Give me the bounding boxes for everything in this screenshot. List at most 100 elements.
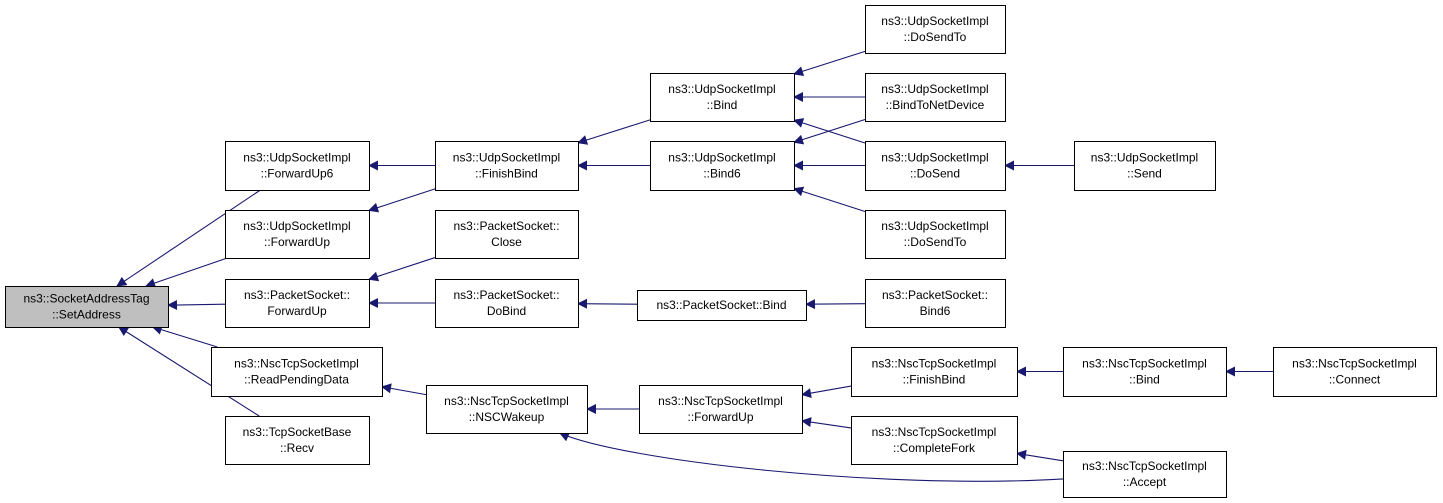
graph-node-n0[interactable]: ns3::SocketAddressTag::SetAddress xyxy=(5,286,169,328)
graph-node-n19[interactable]: ns3::NscTcpSocketImpl::FinishBind xyxy=(851,347,1018,397)
node-label-line: ns3::NscTcpSocketImpl xyxy=(872,357,997,371)
graph-node-n2[interactable]: ns3::UdpSocketImpl::ForwardUp xyxy=(225,210,370,259)
node-label-line: Close xyxy=(491,235,522,249)
node-label-line: ::ForwardUp xyxy=(687,410,753,424)
graph-node-n24[interactable]: ns3::NscTcpSocketImpl::Connect xyxy=(1273,347,1437,397)
graph-node-n23[interactable]: ns3::NscTcpSocketImpl::Accept xyxy=(1063,451,1227,498)
node-label-line: ::Send xyxy=(1127,167,1162,181)
node-box xyxy=(211,347,383,397)
graph-node-n22[interactable]: ns3::NscTcpSocketImpl::Bind xyxy=(1063,347,1227,397)
graph-node-n3[interactable]: ns3::PacketSocket::ForwardUp xyxy=(225,279,370,328)
node-label-line: ::DoSend xyxy=(910,167,960,181)
node-label-line: ns3::NscTcpSocketImpl xyxy=(1082,357,1207,371)
node-label-line: ::ReadPendingData xyxy=(244,373,349,387)
node-label-line: ns3::UdpSocketImpl xyxy=(881,14,988,28)
graph-node-n5[interactable]: ns3::TcpSocketBase::Recv xyxy=(225,416,370,465)
node-label-line: ::NSCWakeup xyxy=(469,410,545,424)
edge-n17-to-n11 xyxy=(793,186,866,213)
node-label-line: ::CompleteFork xyxy=(893,441,976,455)
node-label-line: ::Bind xyxy=(1129,373,1160,387)
node-box xyxy=(225,210,370,259)
graph-node-n12[interactable]: ns3::PacketSocket::Bind xyxy=(637,290,807,321)
edge-n18-to-n12 xyxy=(805,299,866,310)
graph-node-n17[interactable]: ns3::UdpSocketImpl::DoSendTo xyxy=(865,210,1006,259)
node-label-line: ns3::UdpSocketImpl xyxy=(881,82,988,96)
node-label-line: ns3::UdpSocketImpl xyxy=(243,219,350,233)
node-box xyxy=(865,73,1006,122)
nodes: ns3::SocketAddressTag::SetAddress ns3::Ud… xyxy=(5,5,1437,498)
node-label-line: ::ForwardUp6 xyxy=(261,167,334,181)
edges xyxy=(116,50,1273,482)
node-label-line: ForwardUp xyxy=(267,304,327,318)
node-label-line: ns3::NscTcpSocketImpl xyxy=(872,425,997,439)
edge-n3-to-n0 xyxy=(167,299,226,310)
node-label-line: ::SetAddress xyxy=(52,308,121,322)
edge-n1-to-n0 xyxy=(116,189,261,287)
node-label-line: ::DoSendTo xyxy=(904,235,967,249)
node-box xyxy=(851,347,1018,397)
graph-node-n20[interactable]: ns3::NscTcpSocketImpl::CompleteFork xyxy=(851,416,1018,465)
graph-node-n1[interactable]: ns3::UdpSocketImpl::ForwardUp6 xyxy=(225,141,370,191)
edge-n19-to-n13 xyxy=(801,385,852,399)
node-box xyxy=(1273,347,1437,397)
node-box xyxy=(5,286,169,328)
node-label-line: ns3::SocketAddressTag xyxy=(23,292,149,306)
node-label-line: ::Accept xyxy=(1123,475,1167,489)
graph-node-n4[interactable]: ns3::NscTcpSocketImpl::ReadPendingData xyxy=(211,347,383,397)
node-label-line: ns3::NscTcpSocketImpl xyxy=(444,394,569,408)
graph-node-n21[interactable]: ns3::UdpSocketImpl::Send xyxy=(1074,141,1216,191)
node-label-line: ns3::UdpSocketImpl xyxy=(881,151,988,165)
graph-node-n8[interactable]: ns3::PacketSocket::DoBind xyxy=(435,279,579,328)
node-box xyxy=(650,73,795,122)
node-box xyxy=(1063,347,1227,397)
node-box xyxy=(865,279,1006,328)
graph-node-n7[interactable]: ns3::PacketSocket::Close xyxy=(435,210,579,259)
node-box xyxy=(435,141,579,191)
node-label-line: ns3::PacketSocket:: xyxy=(244,288,350,302)
node-box xyxy=(1074,141,1216,191)
node-label-line: DoBind xyxy=(487,304,526,318)
node-label-line: ns3::TcpSocketBase xyxy=(243,425,352,439)
node-box xyxy=(639,385,803,434)
graph-node-n15[interactable]: ns3::UdpSocketImpl::BindToNetDevice xyxy=(865,73,1006,122)
node-label-line: ns3::UdpSocketImpl xyxy=(668,82,775,96)
graph-node-n9[interactable]: ns3::NscTcpSocketImpl::NSCWakeup xyxy=(426,385,588,434)
node-box xyxy=(435,210,579,259)
node-box xyxy=(1063,451,1227,498)
edge-n7-to-n3 xyxy=(368,257,436,282)
node-label-line: ::DoSendTo xyxy=(904,30,967,44)
node-label-line: ns3::PacketSocket:: xyxy=(453,219,559,233)
node-label-line: ::Bind6 xyxy=(703,167,741,181)
graph-node-n14[interactable]: ns3::UdpSocketImpl::DoSendTo xyxy=(865,5,1006,54)
edge-n23-to-n20 xyxy=(1016,449,1064,462)
edge-n12-to-n8 xyxy=(577,298,638,309)
graph-node-n6[interactable]: ns3::UdpSocketImpl::FinishBind xyxy=(435,141,579,191)
edge-n20-to-n13 xyxy=(801,417,852,429)
node-label-line: ::BindToNetDevice xyxy=(886,98,985,112)
node-label-line: Bind6 xyxy=(920,304,951,318)
edge-n6-to-n2 xyxy=(368,188,436,213)
graph-node-n10[interactable]: ns3::UdpSocketImpl::Bind xyxy=(650,73,795,122)
node-label-line: ns3::PacketSocket:: xyxy=(882,288,988,302)
node-label-line: ::Bind xyxy=(707,98,738,112)
node-label-line: ns3::PacketSocket:: xyxy=(453,288,559,302)
node-box xyxy=(865,141,1006,191)
graph-node-n13[interactable]: ns3::NscTcpSocketImpl::ForwardUp xyxy=(639,385,803,434)
node-label-line: ::Connect xyxy=(1329,373,1381,387)
edge-n9-to-n4 xyxy=(381,383,427,396)
node-box xyxy=(225,141,370,191)
node-label-line: ns3::UdpSocketImpl xyxy=(1091,151,1198,165)
edge-n2-to-n0 xyxy=(145,257,228,288)
node-box xyxy=(851,416,1018,465)
node-label-line: ns3::UdpSocketImpl xyxy=(668,151,775,165)
node-box xyxy=(435,279,579,328)
node-box xyxy=(865,210,1006,259)
node-label-line: ns3::UdpSocketImpl xyxy=(453,151,560,165)
graph-node-n18[interactable]: ns3::PacketSocket::Bind6 xyxy=(865,279,1006,328)
graph-node-n11[interactable]: ns3::UdpSocketImpl::Bind6 xyxy=(650,141,795,191)
node-label-line: ns3::NscTcpSocketImpl xyxy=(1082,459,1207,473)
graph-node-n16[interactable]: ns3::UdpSocketImpl::DoSend xyxy=(865,141,1006,191)
edge-n4-to-n0 xyxy=(151,324,218,348)
edge-n5-to-n0 xyxy=(117,326,260,417)
node-box xyxy=(426,385,588,434)
